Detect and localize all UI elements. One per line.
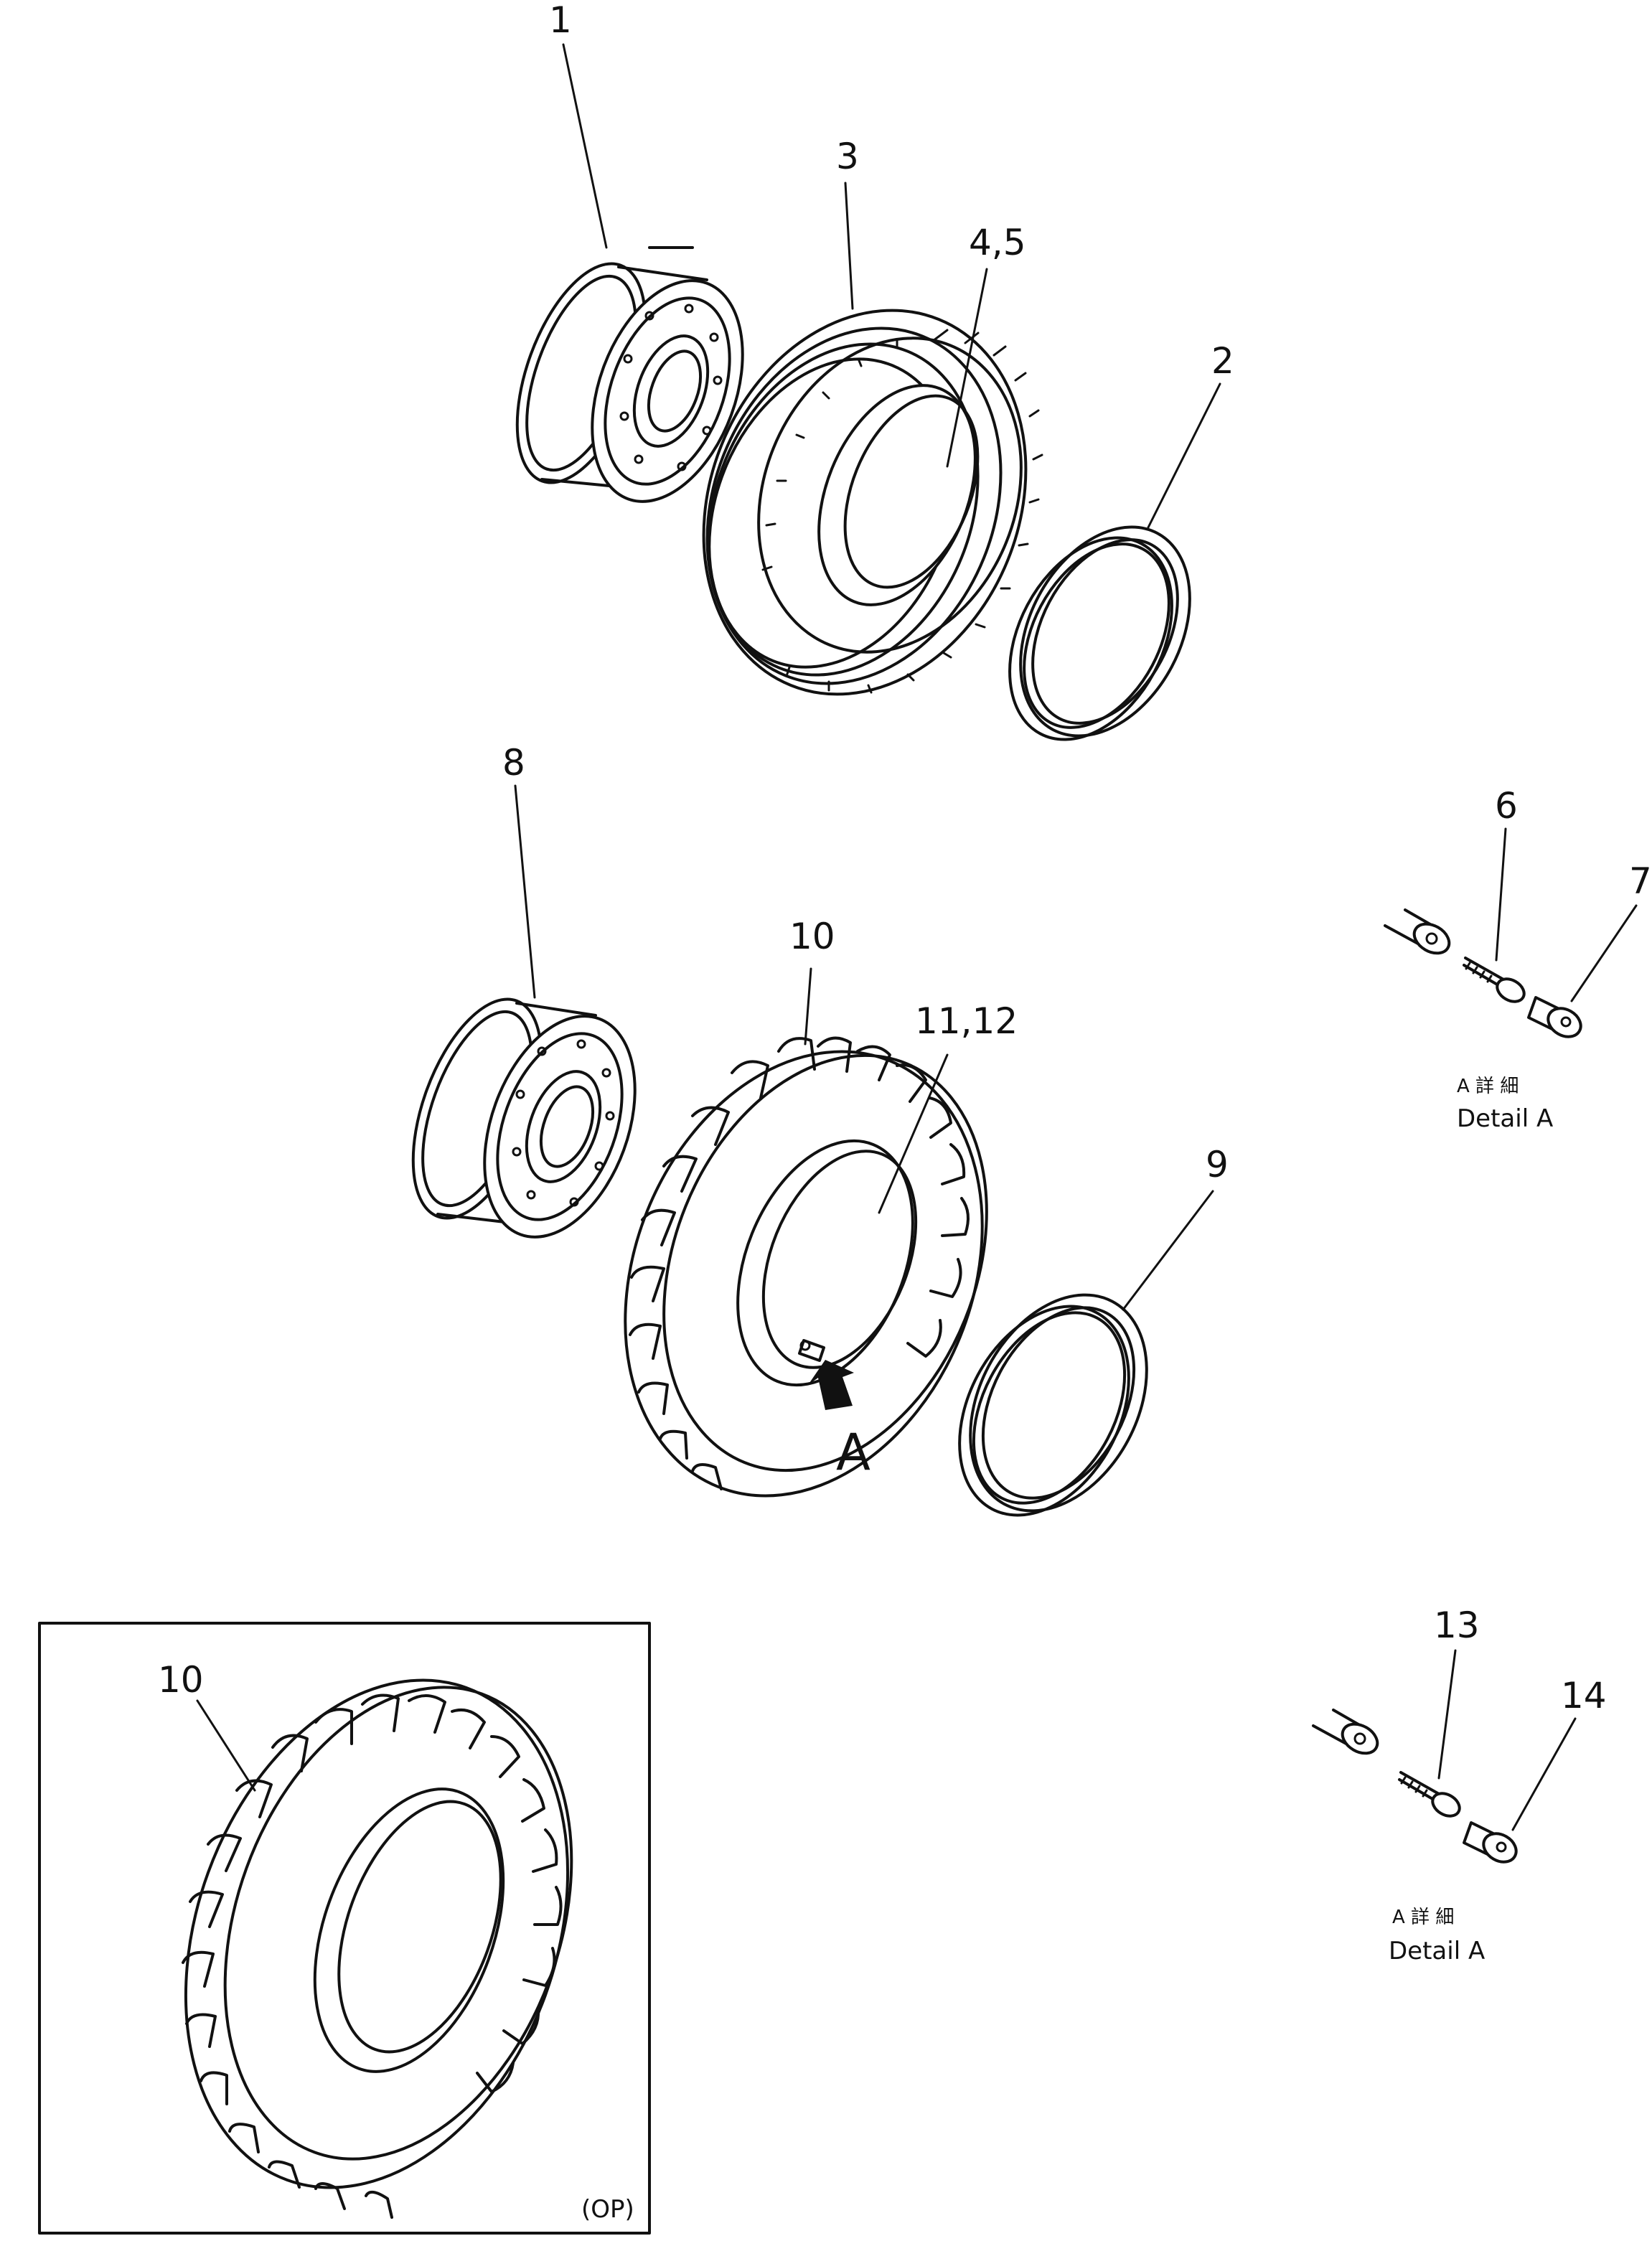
leader-1 bbox=[562, 43, 608, 249]
callout-10: 10 bbox=[789, 916, 835, 957]
callout-13: 13 bbox=[1434, 1605, 1480, 1646]
view-arrow-icon bbox=[808, 1360, 854, 1410]
tire-part-10 bbox=[624, 1036, 988, 1498]
callout-11-12: 11,12 bbox=[915, 1000, 1018, 1042]
callout-3: 3 bbox=[836, 136, 859, 177]
leader-45 bbox=[946, 268, 988, 468]
ring-part-9 bbox=[958, 1293, 1148, 1517]
leader-10 bbox=[804, 967, 812, 1046]
detail-lower-en: Detail A bbox=[1389, 1937, 1485, 1965]
inset-optional-tire bbox=[38, 1622, 651, 2235]
leader-14 bbox=[1511, 1717, 1577, 1831]
rim-part-1 bbox=[515, 246, 744, 503]
callout-8: 8 bbox=[502, 742, 525, 784]
callout-4-5: 4,5 bbox=[969, 222, 1026, 263]
leader-3 bbox=[844, 182, 854, 310]
leader-13 bbox=[1437, 1649, 1457, 1780]
inset-op-note: (OP) bbox=[581, 2195, 634, 2224]
detail-a-lower bbox=[1312, 1709, 1518, 1864]
callout-1: 1 bbox=[549, 0, 572, 41]
leader-2 bbox=[1147, 382, 1221, 529]
callout-14: 14 bbox=[1561, 1675, 1607, 1716]
leader-10-inset bbox=[196, 1699, 256, 1792]
ring-part-2 bbox=[1008, 525, 1191, 741]
detail-upper-en: Detail A bbox=[1457, 1104, 1553, 1133]
leader-7 bbox=[1570, 904, 1638, 1002]
leader-8 bbox=[514, 784, 536, 999]
callout-10-inset: 10 bbox=[158, 1659, 204, 1701]
callout-9: 9 bbox=[1206, 1144, 1229, 1185]
valve-icon bbox=[798, 1339, 825, 1362]
leader-6 bbox=[1495, 827, 1507, 962]
view-marker-a: A bbox=[836, 1423, 870, 1482]
tire-part-3 bbox=[702, 309, 1043, 696]
callout-2: 2 bbox=[1211, 340, 1234, 382]
leader-9 bbox=[1122, 1190, 1214, 1311]
rim-part-8 bbox=[411, 997, 637, 1239]
leader-1112 bbox=[878, 1053, 949, 1214]
callout-7: 7 bbox=[1629, 860, 1652, 902]
leader-lines bbox=[196, 43, 1638, 1831]
detail-a-upper bbox=[1384, 908, 1582, 1038]
detail-lower-jp: A 詳 細 bbox=[1392, 1907, 1454, 1928]
callout-6: 6 bbox=[1495, 785, 1518, 827]
detail-upper-jp: A 詳 細 bbox=[1457, 1076, 1519, 1097]
